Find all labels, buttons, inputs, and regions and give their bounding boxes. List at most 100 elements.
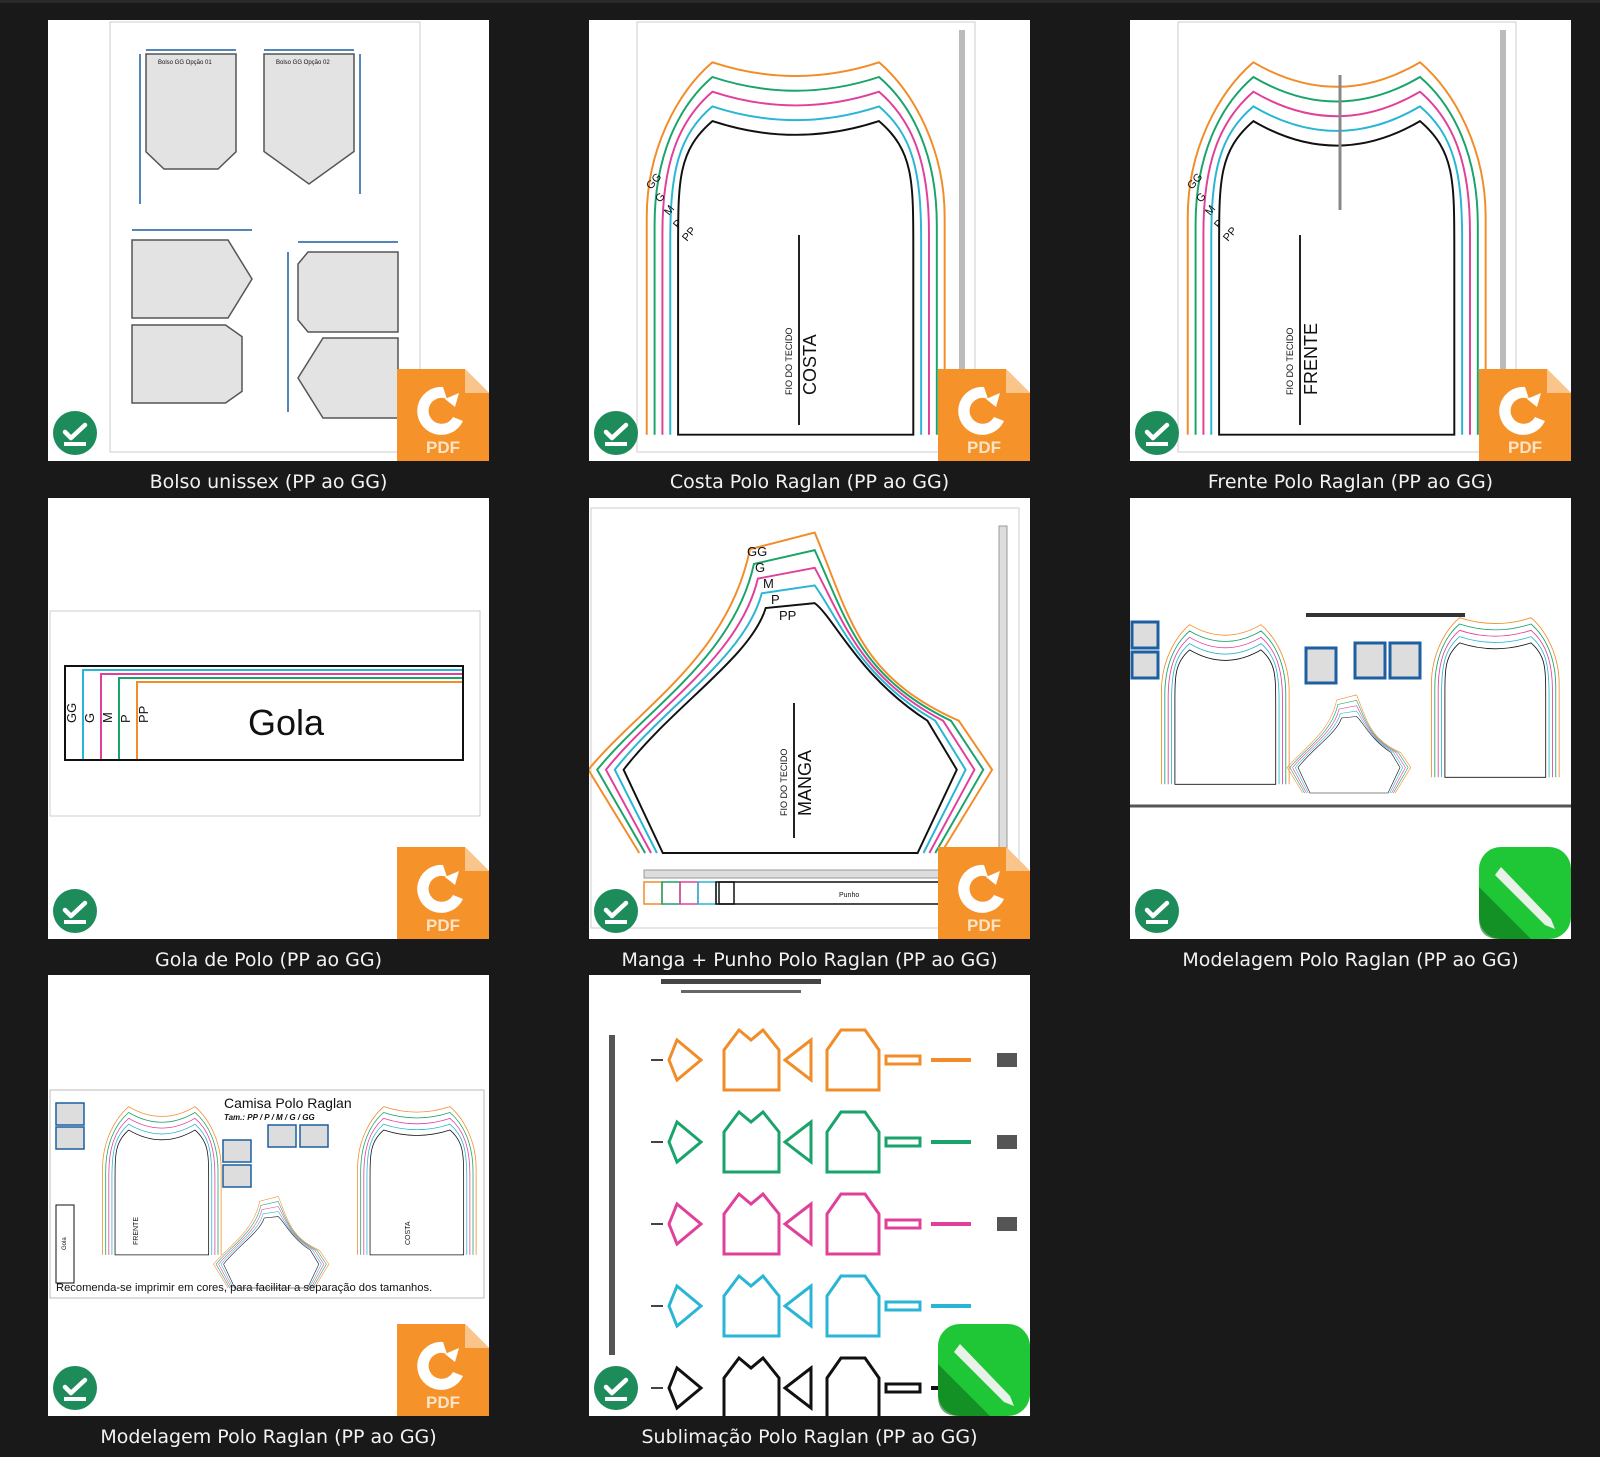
back-shape <box>825 1192 881 1256</box>
front-shape <box>722 1027 781 1092</box>
collar-shape <box>884 1218 922 1230</box>
sleeve-shape <box>667 1119 704 1165</box>
pdf-icon: PDF <box>397 369 489 461</box>
pdf-icon: PDF <box>1479 369 1571 461</box>
size-label: P <box>771 592 780 607</box>
sleeve-shape <box>782 1364 813 1412</box>
pocket-shape <box>997 1217 1017 1231</box>
pattern-piece <box>1431 617 1560 778</box>
size-outline <box>1174 649 1277 785</box>
synced-check-icon <box>594 889 638 933</box>
file-thumbnail[interactable]: Bolso GG Opção 01 Bolso GG Opção 02 PDF <box>48 20 489 461</box>
drawing-app-icon <box>1479 847 1571 939</box>
size-outline <box>108 1117 216 1255</box>
size-outline <box>366 1123 468 1255</box>
size-outline <box>1186 61 1487 435</box>
size-outline <box>213 1196 330 1289</box>
sleeve-shape <box>667 1037 704 1083</box>
pocket-shape <box>263 53 355 185</box>
size-outline <box>105 1112 219 1255</box>
side-bar <box>609 1035 615 1355</box>
pdf-icon: PDF <box>938 369 1030 461</box>
file-type-badge: PDF <box>397 847 489 939</box>
size-label: GG <box>644 171 664 192</box>
size-outline <box>1441 636 1550 778</box>
size-label: M <box>763 576 774 591</box>
ruler <box>643 869 945 879</box>
file-name-label[interactable]: Modelagem Polo Raglan (PP ao GG) <box>1182 949 1519 971</box>
cuff-outline <box>697 881 717 905</box>
svg-text:PDF: PDF <box>967 438 1001 457</box>
pocket-shape <box>299 1124 329 1148</box>
page-border <box>590 507 1020 929</box>
file-name-label[interactable]: Manga + Punho Polo Raglan (PP ao GG) <box>621 949 998 971</box>
window-top-border <box>0 0 1600 3</box>
pdf-icon: PDF <box>397 847 489 939</box>
piece-label: FRENTE <box>1301 323 1321 395</box>
page-border <box>109 21 421 453</box>
size-label: GG <box>64 703 79 723</box>
size-outline <box>595 549 985 854</box>
sleeve-shape <box>782 1036 813 1084</box>
size-outline <box>360 1112 474 1255</box>
pocket-label: Bolso GG Opção 02 <box>276 60 330 66</box>
file-name-label[interactable]: Gola de Polo (PP ao GG) <box>155 949 382 971</box>
file-thumbnail[interactable] <box>589 975 1030 1416</box>
pdf-icon: PDF <box>938 847 1030 939</box>
size-outline <box>1437 629 1553 778</box>
sleeve-shape <box>667 1283 704 1329</box>
grain-label: FIO DO TECIDO <box>1285 328 1295 395</box>
size-outline <box>589 531 994 854</box>
grain-label: FIO DO TECIDO <box>779 749 789 816</box>
size-outline <box>1444 642 1547 778</box>
file-thumbnail[interactable] <box>1130 498 1571 939</box>
file-name-label[interactable]: Modelagem Polo Raglan (PP ao GG) <box>100 1426 437 1448</box>
size-outline <box>1294 710 1404 794</box>
file-name-label[interactable]: Frente Polo Raglan (PP ao GG) <box>1207 471 1494 493</box>
svg-text:PDF: PDF <box>967 916 1001 935</box>
size-outline <box>1431 617 1560 778</box>
size-outline <box>1167 636 1283 785</box>
svg-text:PDF: PDF <box>426 1393 460 1412</box>
front-shape <box>722 1191 781 1256</box>
size-outline <box>223 1216 320 1289</box>
piece-label: Gola <box>248 702 325 743</box>
cuff-outline <box>661 881 681 905</box>
collar-shape <box>884 1054 922 1066</box>
size-label: GG <box>1185 171 1205 192</box>
size-outline <box>1218 119 1456 436</box>
ruler <box>998 525 1008 857</box>
pocket-shape <box>1304 646 1338 685</box>
size-outline <box>1202 90 1471 435</box>
file-name-label[interactable]: Costa Polo Raglan (PP ao GG) <box>669 471 950 493</box>
size-outline <box>1171 643 1280 785</box>
drawing-app-icon <box>938 1324 1030 1416</box>
size-outline <box>622 602 958 854</box>
back-shape <box>825 1356 881 1416</box>
piece-label: COSTA <box>800 334 820 395</box>
size-outline <box>1210 105 1464 435</box>
pocket-label: Bolso GG Opção 01 <box>158 60 212 66</box>
piece-label: Gola <box>62 1237 68 1250</box>
cuff-outline <box>643 881 663 905</box>
ruler <box>1500 30 1506 450</box>
file-name-label[interactable]: Sublimação Polo Raglan (PP ao GG) <box>641 1426 978 1448</box>
sleeve-shape <box>782 1282 813 1330</box>
size-outline <box>1164 630 1287 785</box>
synced-check-icon <box>53 889 97 933</box>
size-outline <box>218 1206 325 1289</box>
file-name-label[interactable]: Bolso unissex (PP ao GG) <box>149 471 388 493</box>
size-outline <box>215 1201 327 1289</box>
cuff-label: Punho <box>839 892 859 899</box>
print-note: Recomenda-se imprimir em cores, para fac… <box>56 1282 432 1294</box>
size-label: M <box>662 203 677 218</box>
page-border <box>1177 21 1517 453</box>
title-bar <box>681 990 801 993</box>
size-outline <box>64 665 464 761</box>
pocket-shape <box>297 337 399 419</box>
